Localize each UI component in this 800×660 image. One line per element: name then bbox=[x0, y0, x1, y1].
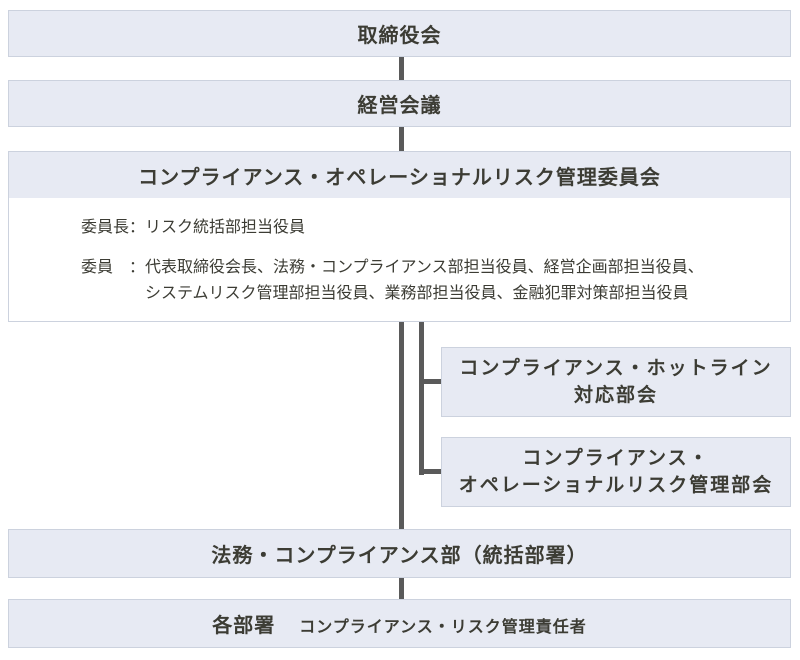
divisions-labels: 各部署 コンプライアンス・リスク管理責任者 bbox=[212, 609, 587, 638]
box-compliance-hotline-subcommittee: コンプライアンス・ホットライン 対応部会 bbox=[441, 347, 791, 417]
box-compliance-operational-risk-subcommittee: コンプライアンス・ オペレーショナルリスク管理部会 bbox=[441, 437, 791, 507]
chairman-separator: ： bbox=[129, 219, 146, 236]
box-legal-compliance-dept: 法務・コンプライアンス部（統括部署） bbox=[8, 529, 791, 578]
compliance-hotline-subcommittee-label: コンプライアンス・ホットライン 対応部会 bbox=[459, 358, 773, 406]
management-meeting-label: 経営会議 bbox=[357, 95, 442, 117]
members-value: 代表取締役会長、法務・コンプライアンス部担当役員、経営企画部担当役員、 システム… bbox=[145, 259, 704, 302]
divisions-title: 各部署 bbox=[212, 615, 276, 637]
committee-detail: 委員長 ： リスク統括部担当役員 委員 ： 代表取締役会長、法務・コンプライアン… bbox=[9, 198, 790, 307]
box-all-divisions: 各部署 コンプライアンス・リスク管理責任者 bbox=[8, 599, 791, 648]
box-management-meeting: 経営会議 bbox=[8, 80, 791, 127]
committee-members-row: 委員 ： 代表取締役会長、法務・コンプライアンス部担当役員、経営企画部担当役員、… bbox=[81, 255, 766, 307]
committee-header: コンプライアンス・オペレーショナルリスク管理委員会 bbox=[9, 152, 790, 198]
box-compliance-operational-risk-committee: コンプライアンス・オペレーショナルリスク管理委員会 委員長 ： リスク統括部担当… bbox=[8, 151, 791, 322]
connector-subcommittee-branch bbox=[419, 322, 424, 475]
divisions-risk-manager-label: コンプライアンス・リスク管理責任者 bbox=[299, 619, 587, 636]
box-board-of-directors: 取締役会 bbox=[8, 10, 791, 57]
connector-elbow-opsrisk bbox=[419, 469, 441, 474]
board-of-directors-label: 取締役会 bbox=[357, 25, 442, 47]
members-separator: ： bbox=[129, 259, 146, 276]
connector-dept-to-divisions bbox=[399, 578, 404, 599]
connector-elbow-hotline bbox=[419, 379, 441, 384]
connector-board-to-management bbox=[399, 57, 404, 80]
chairman-value: リスク統括部担当役員 bbox=[145, 219, 306, 236]
committee-title: コンプライアンス・オペレーショナルリスク管理委員会 bbox=[138, 166, 661, 189]
chairman-label: 委員長 bbox=[81, 219, 130, 236]
members-label: 委員 bbox=[81, 259, 114, 276]
connector-management-to-committee bbox=[399, 127, 404, 151]
committee-chairman-row: 委員長 ： リスク統括部担当役員 bbox=[81, 215, 766, 241]
compliance-operational-risk-subcommittee-label: コンプライアンス・ オペレーショナルリスク管理部会 bbox=[458, 448, 774, 496]
legal-compliance-dept-label: 法務・コンプライアンス部（統括部署） bbox=[211, 545, 588, 567]
connector-committee-to-dept bbox=[399, 322, 404, 529]
